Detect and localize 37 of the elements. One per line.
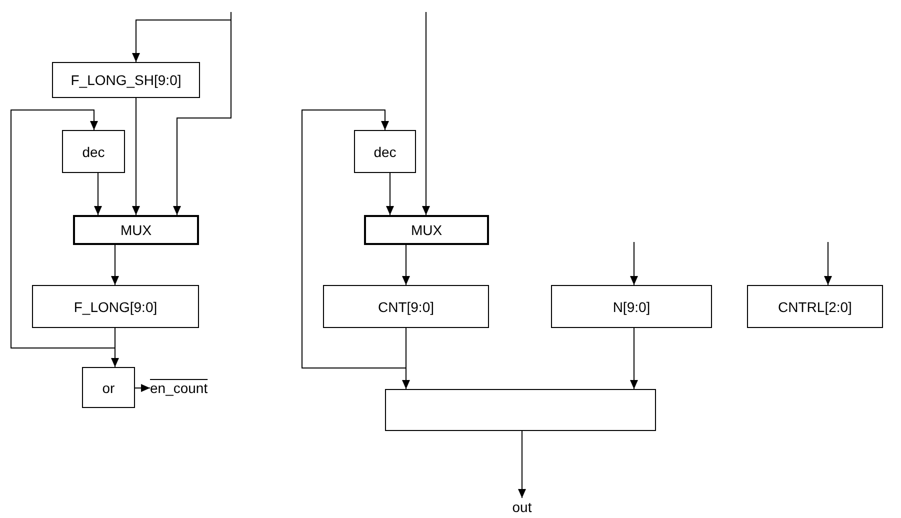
arrow <box>173 12 232 216</box>
register-box <box>52 62 200 98</box>
arrow <box>402 244 410 286</box>
arrow <box>518 430 526 498</box>
block-label: CNT[9:0] <box>378 298 434 314</box>
decrement-box <box>354 130 416 173</box>
block-label: N[9:0] <box>612 298 650 314</box>
block-label: dec <box>82 144 105 160</box>
block-label: F_LONG_SH[9:0] <box>70 72 182 88</box>
output-label: out <box>512 499 532 515</box>
register-box <box>32 285 199 328</box>
comparator-box <box>385 389 656 431</box>
arrow <box>386 172 394 216</box>
arrow <box>94 172 102 216</box>
arrow <box>630 242 638 286</box>
decrement-box <box>62 130 125 173</box>
register-box <box>551 285 712 328</box>
control-register-box <box>747 285 883 328</box>
arrow <box>10 110 116 348</box>
arrow <box>824 242 832 286</box>
arrow <box>111 244 119 286</box>
block-label: CNTRL[2:0] <box>778 298 852 314</box>
arrow <box>134 384 150 392</box>
block-label: MUX <box>120 222 152 238</box>
or-gate-box <box>82 367 135 408</box>
counter-box <box>323 285 489 328</box>
block-label: dec <box>374 144 396 160</box>
arrow <box>302 110 406 368</box>
signal-label: en_count <box>150 380 208 396</box>
arrow <box>630 328 638 390</box>
block-label: or <box>102 380 115 396</box>
block-label: F_LONG[9:0] <box>74 298 158 314</box>
arrow <box>132 98 140 216</box>
arrow <box>422 12 430 216</box>
multiplexer-box <box>364 215 489 245</box>
block-label: MUX <box>410 222 442 238</box>
multiplexer-box <box>73 215 199 245</box>
